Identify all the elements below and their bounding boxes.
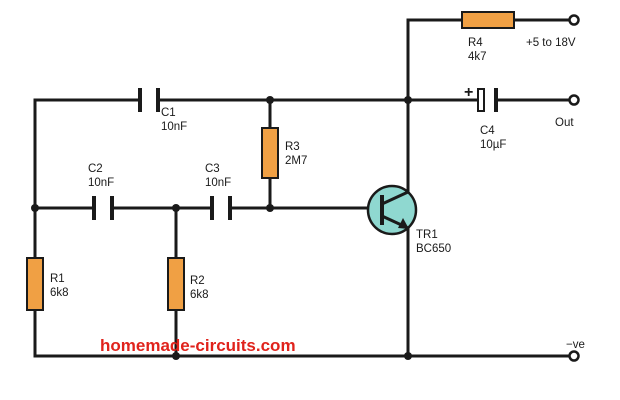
tr1-value-label: BC650 <box>416 243 451 255</box>
ground-label: −ve <box>566 339 585 351</box>
c1-ref-label: C1 <box>161 107 176 119</box>
resistor-r1 <box>26 257 44 311</box>
c3-ref-label: C3 <box>205 163 220 175</box>
resistor-r3 <box>261 127 279 179</box>
wires <box>33 18 574 358</box>
capacitor-c3 <box>210 196 232 220</box>
r3-ref-label: R3 <box>285 141 300 153</box>
capacitor-c2 <box>92 196 114 220</box>
watermark-text: homemade-circuits.com <box>100 336 296 355</box>
transistor-collector-lead <box>380 190 410 206</box>
junction-dot <box>266 204 274 212</box>
r4-ref-label: R4 <box>468 37 483 49</box>
r1-ref-label: R1 <box>50 273 65 285</box>
c2-ref-label: C2 <box>88 163 103 175</box>
r1-value-label: 6k8 <box>50 287 69 299</box>
emitter-arrow-icon <box>398 218 409 229</box>
resistor-r4 <box>461 11 515 29</box>
c4-polarity-mark: + <box>464 84 473 101</box>
wire-collector-up <box>406 18 464 102</box>
junction-dot <box>404 96 412 104</box>
resistor-r2 <box>167 257 185 311</box>
terminal-supply <box>568 14 580 26</box>
c4-ref-label: C4 <box>480 125 495 137</box>
capacitor-c4 <box>477 88 498 112</box>
c1-value-label: 10nF <box>161 121 187 133</box>
supply-label: +5 to 18V <box>526 37 576 49</box>
junction-dot <box>31 204 39 212</box>
r3-value-label: 2M7 <box>285 155 307 167</box>
junction-dot <box>172 352 180 360</box>
capacitor-c1 <box>138 88 160 112</box>
transistor-tr1 <box>366 184 418 236</box>
r2-value-label: 6k8 <box>190 289 209 301</box>
junction-dot <box>266 96 274 104</box>
c3-value-label: 10nF <box>205 177 231 189</box>
c2-value-label: 10nF <box>88 177 114 189</box>
terminal-output <box>568 94 580 106</box>
terminal-ground <box>568 350 580 362</box>
junction-dot <box>172 204 180 212</box>
junctions <box>31 96 412 360</box>
c4-value-label: 10µF <box>480 139 506 151</box>
output-label: Out <box>555 117 574 129</box>
wire-left-top <box>33 98 142 210</box>
r4-value-label: 4k7 <box>468 51 487 63</box>
tr1-ref-label: TR1 <box>416 229 438 241</box>
junction-dot <box>404 352 412 360</box>
r2-ref-label: R2 <box>190 275 205 287</box>
